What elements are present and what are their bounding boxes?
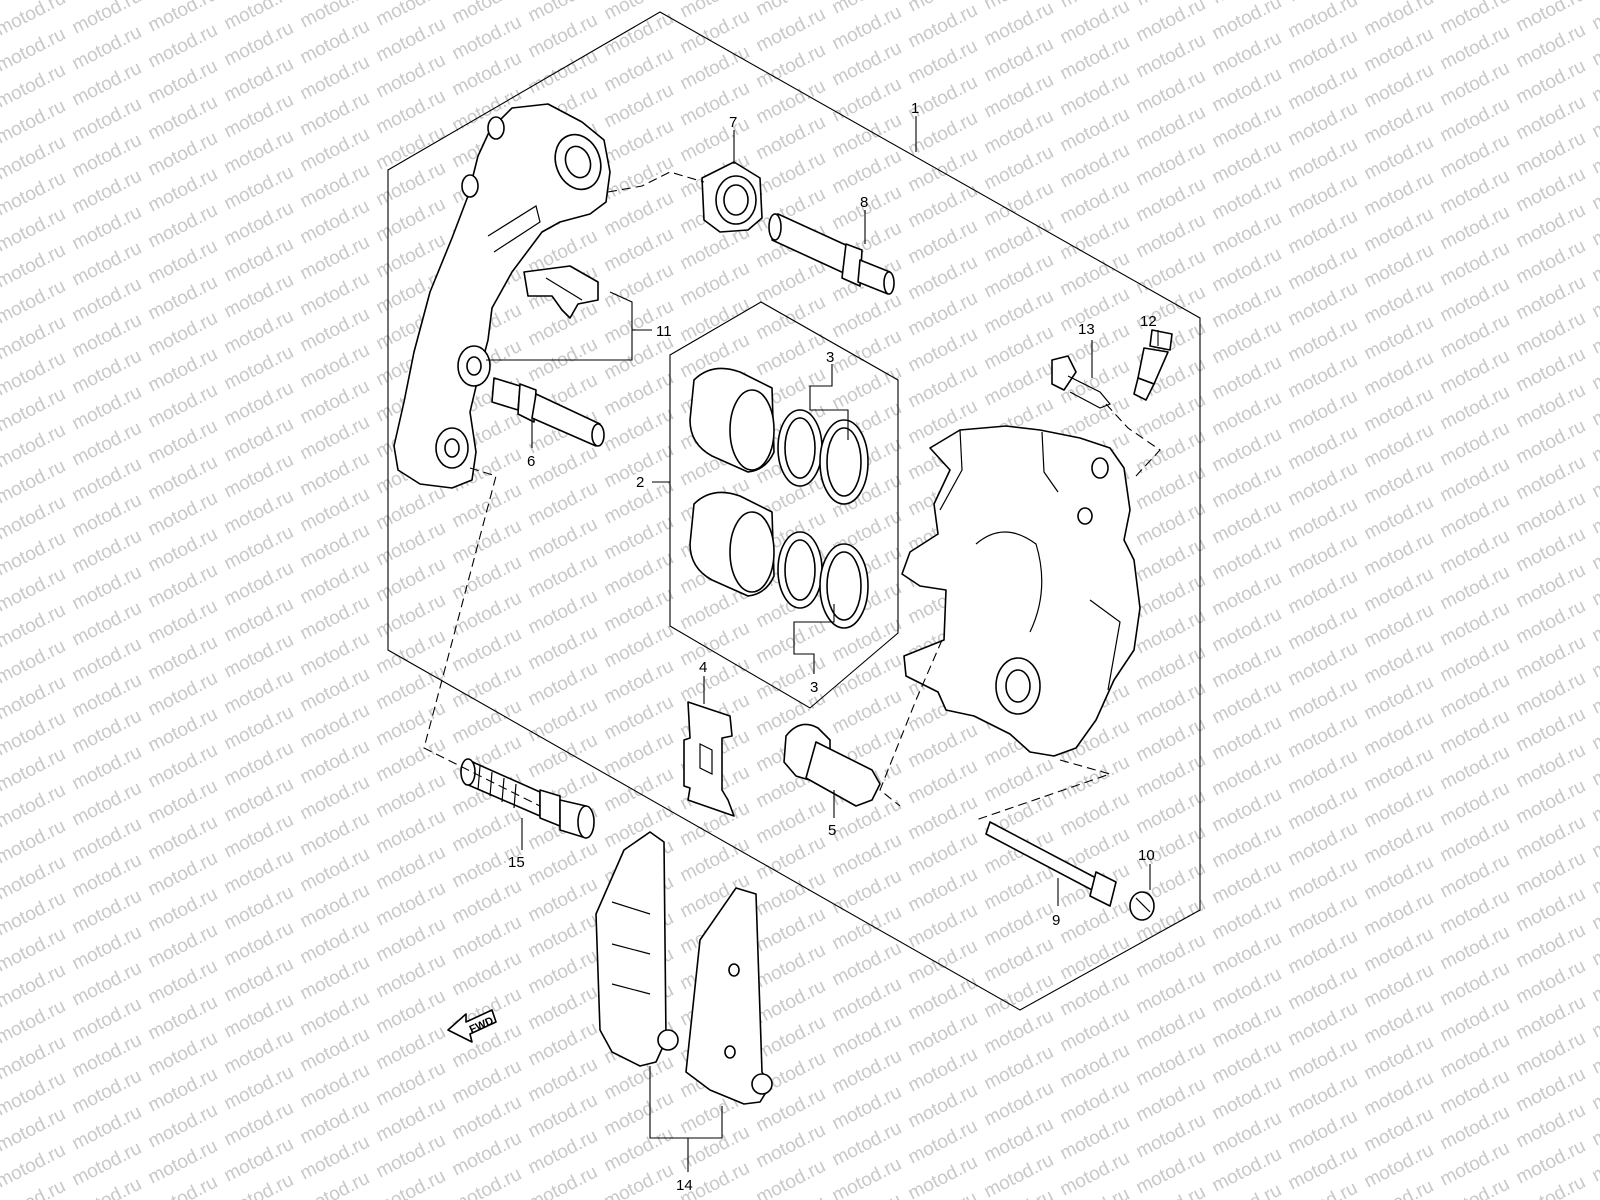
callout-4: 4: [699, 659, 707, 676]
callout-3-top: 3: [826, 349, 834, 366]
callout-3-bottom: 3: [810, 679, 818, 696]
bleeder-cap: [1051, 355, 1111, 409]
callout-14: 14: [676, 1177, 693, 1194]
callout-leaders: [486, 116, 1159, 1172]
pad-pin-plug: [1129, 891, 1155, 921]
callout-13: 13: [1078, 321, 1095, 338]
callout-8: 8: [860, 194, 868, 211]
pad-shim: [683, 701, 735, 817]
caliper-body: [901, 425, 1141, 757]
assembly-outline: [387, 11, 1201, 1011]
callout-10: 10: [1138, 847, 1155, 864]
callout-11: 11: [656, 323, 672, 340]
assembly-guide-lines: [423, 171, 1161, 821]
callout-numbers: 1 2 3 3 4 5 6 7 8 9 10 11 12 13 14 15: [508, 100, 1157, 1194]
brake-pad-set: [595, 831, 773, 1105]
caliper-bracket: [393, 103, 611, 489]
piston-kit-outline: [669, 301, 899, 709]
callout-5: 5: [828, 822, 836, 839]
bracket-bolt: [491, 377, 605, 447]
piston-set: [689, 367, 869, 629]
callout-12: 12: [1140, 313, 1157, 330]
callout-6: 6: [527, 453, 535, 470]
callout-9: 9: [1052, 912, 1060, 929]
callout-1: 1: [911, 100, 919, 117]
callout-7: 7: [729, 114, 737, 131]
callout-15: 15: [508, 854, 525, 871]
caliper-pin: [783, 723, 881, 807]
watermark-text: motod.ru: [1589, 0, 1600, 34]
callout-2: 2: [636, 474, 644, 491]
boot: [701, 161, 763, 233]
slide-pin: [768, 213, 895, 295]
pad-pin: [985, 821, 1117, 907]
bleeder-valve: [1133, 329, 1173, 401]
pad-spring: [523, 265, 599, 319]
